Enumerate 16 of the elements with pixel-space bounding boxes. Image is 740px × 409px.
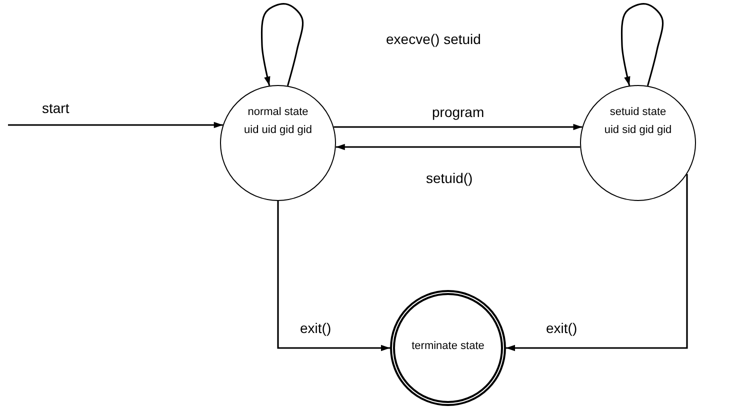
- state-name: setuid state: [608, 106, 668, 118]
- arrow: [336, 144, 580, 150]
- state-ids: uid sid gid gid: [603, 124, 673, 136]
- edge-label: exit(): [544, 320, 580, 336]
- edge-label: exit(): [298, 320, 334, 336]
- self-loop-arrow: [620, 3, 664, 86]
- state-name: terminate state: [410, 340, 486, 352]
- arrow: [277, 201, 390, 352]
- arrow: [506, 174, 688, 352]
- transition-label: execve() setuid: [384, 31, 483, 47]
- state-ids: uid uid gid gid: [243, 124, 313, 136]
- arrow: [334, 124, 582, 130]
- self-loop-arrow: [260, 3, 304, 86]
- edge-label: setuid(): [424, 170, 475, 186]
- arrow: [8, 122, 223, 128]
- state-name: normal state: [246, 106, 310, 118]
